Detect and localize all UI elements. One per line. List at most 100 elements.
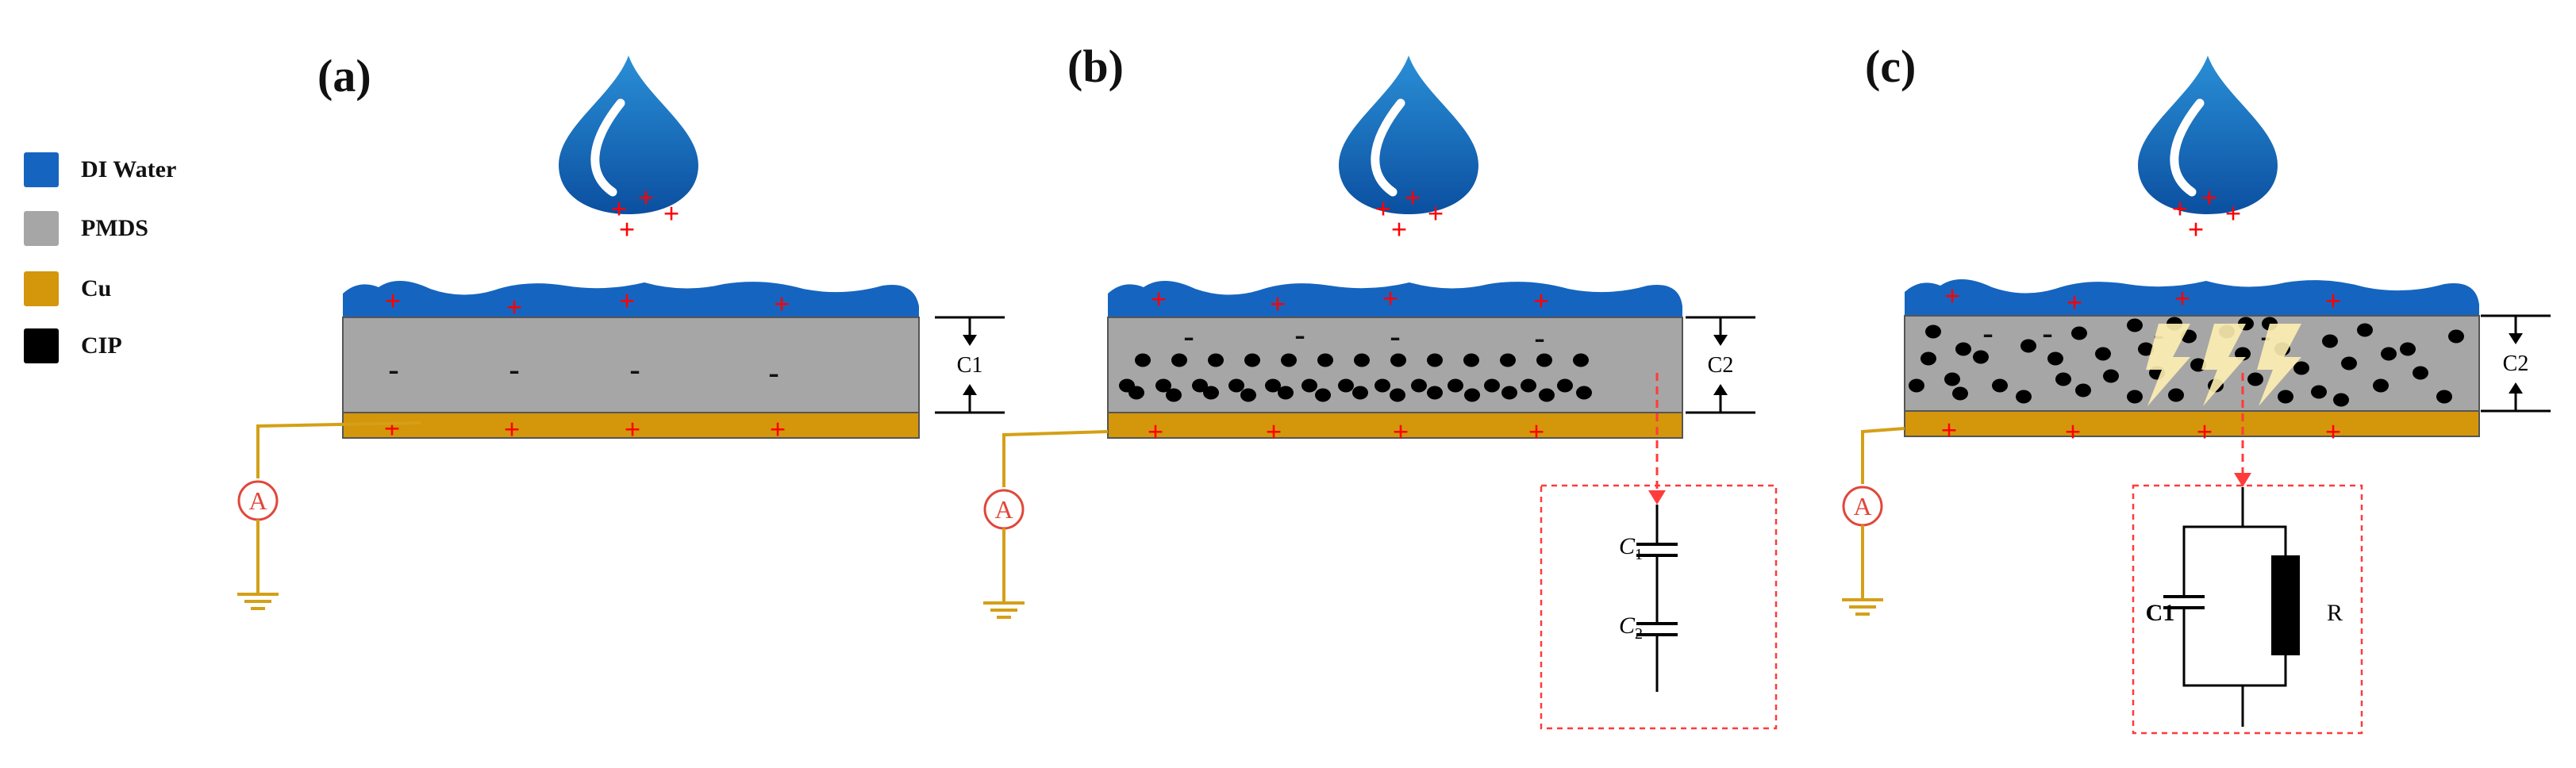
cip-particle [2333,393,2349,407]
spark-icon [2201,324,2246,406]
capacitance-marker [2481,314,2551,413]
cip-particle [2413,366,2428,380]
circuit-wire [2243,525,2287,555]
cip-particle [2278,390,2293,404]
circuit-c2-label: C2 [1619,612,1643,643]
cip-particle [1500,353,1516,367]
positive-charge: + [1148,416,1164,447]
cip-particle [2436,390,2452,404]
cip-particle [2095,347,2111,361]
cip-particle [2448,329,2464,344]
water-droplet [1339,56,1478,214]
positive-charge: + [2067,286,2083,318]
positive-charge: + [625,413,641,445]
cip-particle [1390,353,1406,367]
positive-charge: + [385,285,402,317]
ground-wire [1002,430,1109,487]
cip-particle [1265,378,1281,393]
legend-label: DI Water [81,156,177,182]
cip-particle [1973,350,1989,364]
marker-arrowhead [963,384,977,395]
positive-charge: + [1393,416,1409,447]
legend-label: CIP [81,332,122,359]
negative-charge: - [2042,315,2052,351]
dashed-arrowhead [2234,473,2251,487]
droplet-highlight [590,98,625,197]
cip-particle [1411,378,1427,393]
positive-charge: + [504,413,521,445]
cip-particle [1315,388,1331,402]
cip-particle [2055,372,2071,386]
cip-particle [1909,378,1924,393]
negative-charge: - [1534,320,1544,355]
panel-label-b: (b) [1067,40,1124,92]
legend-item-cu: Cu [24,271,111,306]
cip-particle [1576,386,1592,400]
copper-electrode [1904,410,2480,437]
positive-charge: + [1382,282,1399,314]
cip-particle [2341,356,2357,371]
ammeter-label: A [1853,492,1871,520]
positive-charge: + [1266,416,1282,447]
cip-particle [1427,353,1443,367]
cip-particle [1203,386,1219,400]
cip-particle [1317,353,1333,367]
negative-charge: - [1390,318,1400,354]
circuit-wire [2182,608,2287,687]
equivalent-circuit-box [2132,484,2363,735]
positive-charge: + [506,291,523,323]
cip-particle [2400,342,2416,356]
cip-particle [1925,324,1941,339]
cip-particle [2071,326,2087,340]
ammeter-label: A [248,486,267,515]
di-water-layer [1905,278,2479,316]
cip-particle [2127,390,2143,404]
legend-swatch-pdms [24,211,59,246]
positive-charge: + [384,413,401,444]
positive-charge: + [1944,280,1961,312]
cip-particle [1952,386,1968,401]
positive-charge: + [2197,416,2213,447]
positive-charge: + [619,285,636,317]
cip-particle [2247,372,2263,386]
capacitance-label: C2 [2503,351,2529,376]
cip-particle [1557,378,1573,393]
cip-particle [2016,390,2032,404]
droplet-positive-charge: + [638,182,655,213]
marker-arrowhead [2509,382,2523,394]
cip-particle [1244,353,1260,367]
capacitance-label: C2 [1708,353,1734,378]
cip-particle [2293,361,2309,375]
circuit-wire [2182,487,2244,597]
cip-particle [1281,353,1297,367]
legend-swatch-water [24,152,59,187]
cip-particle [2103,369,2119,383]
circuit-c1-label: C1 [2146,600,2175,626]
capacitance-marker [1686,316,1755,414]
legend-item-water: DI Water [24,152,176,187]
ground-wire [1861,427,1905,484]
droplet-positive-charge: + [611,193,628,225]
capacitance-label: C1 [957,353,983,378]
cip-particle [1539,388,1555,402]
droplet-positive-charge: + [2201,182,2218,213]
positive-charge: + [1528,416,1545,447]
droplet-positive-charge: + [1405,182,1421,213]
cip-particle [1135,353,1151,367]
cip-particle [2075,383,2091,397]
water-droplet [559,56,698,214]
copper-electrode [1107,412,1683,439]
marker-arrowhead [1713,384,1728,395]
negative-charge: - [1294,317,1305,352]
cip-particle [1354,353,1370,367]
cip-particle [1463,353,1479,367]
legend-item-pdms: PMDS [24,211,148,246]
negative-charge: - [768,355,779,390]
droplet-highlight [2170,98,2205,197]
resistor-r [2271,555,2300,655]
positive-charge: + [2325,285,2342,317]
positive-charge: + [1151,283,1167,315]
ground-wire [256,421,421,478]
panel-label-c: (c) [1865,40,1917,92]
